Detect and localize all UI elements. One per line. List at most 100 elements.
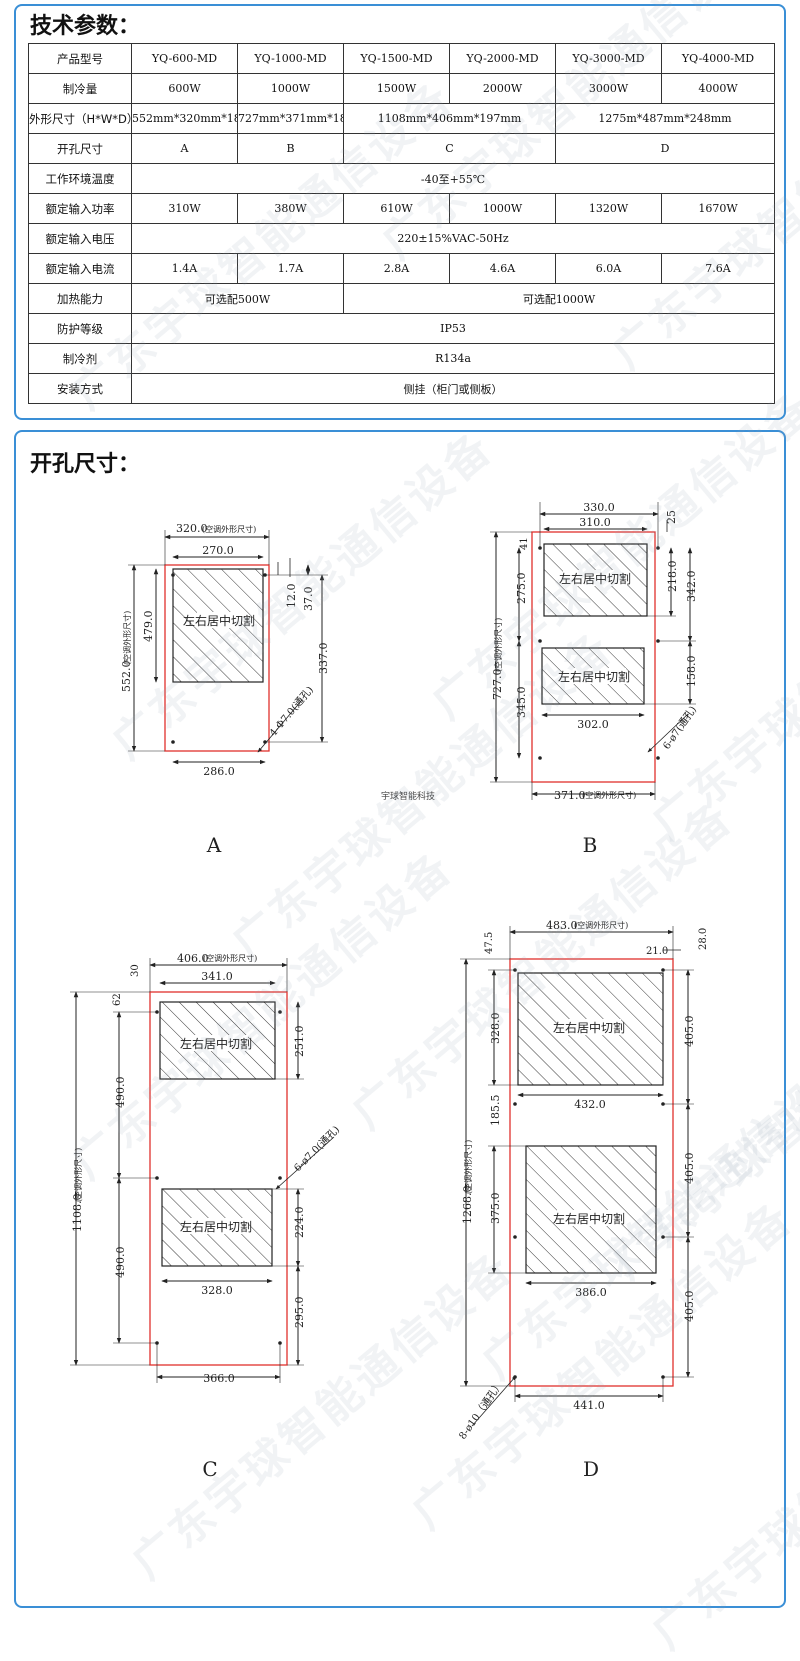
cut-label-b-lower: 左右居中切割 <box>558 669 630 684</box>
dim-b-hole-note: 6-ø7(通孔) <box>661 704 700 752</box>
spec-cell: YQ-2000-MD <box>449 43 556 74</box>
spec-cell: -40至+55℃ <box>131 163 775 194</box>
dim-d-right-lower: 405.0 <box>683 1291 696 1323</box>
drawing-d: 左右居中切割 左右居中切割 47.5 483.0 (空调外形尺寸) 28.0 2… <box>457 919 709 1481</box>
dim-b-outer-top: 330.0 <box>583 501 615 514</box>
dim-a-outer-width-note: (空调外形尺寸) <box>202 524 256 534</box>
dim-b-right-lower: 158.0 <box>685 656 698 688</box>
cut-label-c-upper: 左右居中切割 <box>180 1036 252 1051</box>
dim-d-upper-cut-width: 432.0 <box>574 1098 606 1111</box>
dim-c-hole-spacing: 366.0 <box>203 1372 235 1385</box>
dim-d-left-margin: 47.5 <box>484 932 495 954</box>
drawing-b: 左右居中切割 左右居中切割 330.0 310.0 25 41 275.0 34… <box>490 501 699 857</box>
spec-row-label: 加热能力 <box>28 283 132 314</box>
dim-a-hole-spacing: 286.0 <box>203 765 235 778</box>
dim-c-left-lower: 490.0 <box>114 1247 127 1279</box>
dim-d-right-middle: 405.0 <box>683 1153 696 1185</box>
dim-b-outer-height-note: (空调外形尺寸) <box>493 618 503 672</box>
company-caption: 宇球智能科技 <box>381 790 435 802</box>
spec-cell: 1.7A <box>237 253 344 284</box>
spec-cell: 727mm*371mm*187mm <box>237 103 344 134</box>
spec-cell: 552mm*320mm*186mm <box>131 103 238 134</box>
dim-b-cut-width-top: 310.0 <box>579 516 611 529</box>
spec-cell: 600W <box>131 73 238 104</box>
dim-b-top-offset: 41 <box>519 537 530 550</box>
dim-c-outer-height-note: (空调外形尺寸) <box>73 1148 83 1202</box>
spec-row-label: 安装方式 <box>28 373 132 404</box>
spec-row-label: 开孔尺寸 <box>28 133 132 164</box>
spec-cell: 610W <box>343 193 450 224</box>
spec-cell: IP53 <box>131 313 775 344</box>
drawing-a: 左右居中切割 320.0 (空调外形尺寸) 270.0 286.0 552.0 … <box>120 522 435 857</box>
dim-c-upper-cut-height: 251.0 <box>293 1026 306 1058</box>
dim-d-inner-offset: 21.0 <box>646 946 668 957</box>
dim-c-lower-cut-width: 328.0 <box>201 1284 233 1297</box>
spec-cell: C <box>343 133 556 164</box>
spec-cell: 1.4A <box>131 253 238 284</box>
dim-b-lower-cut-width: 302.0 <box>577 718 609 731</box>
spec-row-label: 工作环境温度 <box>28 163 132 194</box>
spec-row-label: 防护等级 <box>28 313 132 344</box>
dim-c-upper-cut-width: 341.0 <box>201 970 233 983</box>
dim-d-right-upper: 405.0 <box>683 1016 696 1048</box>
spec-cell: A <box>131 133 238 164</box>
dim-a-top-offset: 12.0 <box>285 584 298 609</box>
spec-title: 技术参数： <box>30 14 141 39</box>
dim-a-hole-from-top: 37.0 <box>302 587 315 612</box>
spec-row-label: 外形尺寸（H*W*D） <box>28 103 132 134</box>
spec-row-label: 额定输入电流 <box>28 253 132 284</box>
spec-row: 工作环境温度-40至+55℃ <box>28 163 775 194</box>
spec-cell: YQ-600-MD <box>131 43 238 74</box>
drawing-letter-b: B <box>583 833 598 857</box>
dim-a-outer-height: 552.0 <box>120 661 133 693</box>
dim-b-outer-height: 727.0 <box>491 669 504 701</box>
dim-d-gap: 185.5 <box>489 1095 502 1127</box>
spec-row-label: 制冷量 <box>28 73 132 104</box>
dim-a-outer-height-note: (空调外形尺寸) <box>122 611 132 665</box>
dim-c-outer-height: 1108.0 <box>71 1194 84 1233</box>
spec-cell: 1500W <box>343 73 450 104</box>
spec-cell: 1670W <box>661 193 775 224</box>
cut-label-c-lower: 左右居中切割 <box>180 1219 252 1234</box>
spec-cell: 2.8A <box>343 253 450 284</box>
cut-label-d-lower: 左右居中切割 <box>553 1211 625 1226</box>
dim-d-outer-width: 483.0 <box>546 919 578 932</box>
cut-area-d-lower <box>525 1145 657 1274</box>
dim-a-cut-width: 270.0 <box>202 544 234 557</box>
spec-cell: 1000W <box>237 73 344 104</box>
cut-label-bg-a <box>197 612 241 628</box>
spec-cell: 1000W <box>449 193 556 224</box>
drawing-letter-c: C <box>202 1457 217 1481</box>
dim-c-right-lower: 295.0 <box>293 1297 306 1329</box>
spec-cell: 220±15%VAC-50Hz <box>131 223 775 254</box>
dim-d-right-margin: 28.0 <box>698 928 709 950</box>
spec-cell: 7.6A <box>661 253 775 284</box>
dim-c-lower-cut-height: 224.0 <box>293 1207 306 1239</box>
outline-b <box>531 531 656 783</box>
dim-b-upper-hole-gap: 218.0 <box>666 561 679 593</box>
dim-d-lower-cut-height: 375.0 <box>489 1193 502 1225</box>
drawing-letter-d: D <box>583 1457 599 1481</box>
dim-d-hole-spacing: 441.0 <box>573 1399 605 1412</box>
spec-row: 安装方式侧挂（柜门或侧板） <box>28 373 775 404</box>
dim-c-side-margin: 30 <box>130 964 141 977</box>
outline-c <box>149 991 288 1366</box>
spec-cell: 可选配500W <box>131 283 344 314</box>
spec-cell: D <box>555 133 775 164</box>
spec-cell: YQ-4000-MD <box>661 43 775 74</box>
spec-row: 外形尺寸（H*W*D）552mm*320mm*186mm727mm*371mm*… <box>28 103 775 134</box>
spec-cell: 6.0A <box>555 253 662 284</box>
dim-c-top-offset: 62 <box>112 993 123 1006</box>
dim-c-outer-width: 406.0 <box>177 952 209 965</box>
spec-row-label: 产品型号 <box>28 43 132 74</box>
outline-a <box>164 564 270 752</box>
dim-b-lower-cut-height: 345.0 <box>515 687 528 719</box>
spec-cell: 2000W <box>449 73 556 104</box>
